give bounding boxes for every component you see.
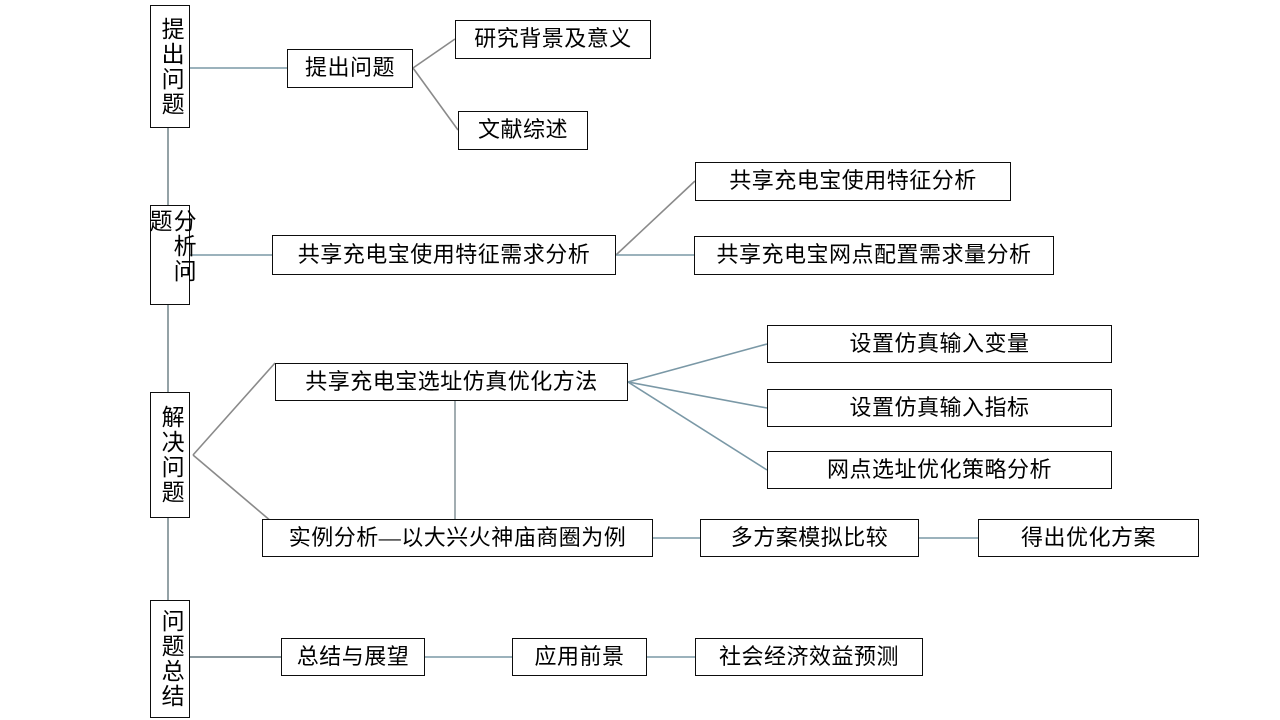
node-label: 设置仿真输入变量 <box>849 330 1030 356</box>
node-site-demand-analysis[interactable]: 共享充电宝网点配置需求量分析 <box>694 236 1054 275</box>
node-raise-question[interactable]: 提出问题 <box>287 49 413 88</box>
node-label: 多方案模拟比较 <box>730 524 889 550</box>
node-label: 文献综述 <box>477 117 568 143</box>
node-label: 实例分析—以大兴火神庙商圈为例 <box>288 524 627 550</box>
edge-simulation-fan <box>627 343 768 471</box>
node-research-background[interactable]: 研究背景及意义 <box>455 20 651 59</box>
stage-node-raise-question[interactable]: 提出问题 <box>150 5 190 128</box>
node-label: 共享充电宝网点配置需求量分析 <box>716 242 1032 268</box>
node-label: 共享充电宝选址仿真优化方法 <box>305 368 598 394</box>
node-literature-review[interactable]: 文献综述 <box>458 111 588 150</box>
node-label: 设置仿真输入指标 <box>849 394 1030 420</box>
node-label: 研究背景及意义 <box>474 26 632 52</box>
stage-label: 分析问题 <box>146 209 196 284</box>
node-economic-benefit-forecast[interactable]: 社会经济效益预测 <box>695 638 923 676</box>
stage-label: 提出问题 <box>158 16 184 117</box>
edge-stage3-branch <box>192 362 276 523</box>
node-summary-outlook[interactable]: 总结与展望 <box>281 638 425 676</box>
stage-node-summarize-question[interactable]: 问题总结 <box>150 600 190 718</box>
node-usage-feature-analysis[interactable]: 共享充电宝使用特征分析 <box>695 162 1011 201</box>
node-label: 共享充电宝使用特征需求分析 <box>297 241 591 267</box>
node-application-prospect[interactable]: 应用前景 <box>512 638 647 676</box>
edge-raise-question-branch <box>412 38 459 131</box>
stage-label: 解决问题 <box>158 405 184 505</box>
node-label: 总结与展望 <box>296 643 410 669</box>
node-simulation-method[interactable]: 共享充电宝选址仿真优化方法 <box>275 363 628 401</box>
stage-node-solve-question[interactable]: 解决问题 <box>150 392 190 518</box>
edge-usage-demand-branch-up <box>615 180 696 256</box>
node-label: 网点选址优化策略分析 <box>826 456 1052 482</box>
node-label: 得出优化方案 <box>1020 524 1156 550</box>
node-set-input-variables[interactable]: 设置仿真输入变量 <box>767 325 1112 363</box>
node-multi-scheme-comparison[interactable]: 多方案模拟比较 <box>700 519 919 557</box>
node-case-study[interactable]: 实例分析—以大兴火神庙商圈为例 <box>262 519 653 557</box>
node-label: 社会经济效益预测 <box>718 643 899 669</box>
node-optimized-scheme[interactable]: 得出优化方案 <box>978 519 1199 557</box>
node-usage-demand-analysis[interactable]: 共享充电宝使用特征需求分析 <box>272 235 616 275</box>
node-label: 应用前景 <box>534 643 625 669</box>
node-site-strategy-analysis[interactable]: 网点选址优化策略分析 <box>767 451 1112 489</box>
node-label: 提出问题 <box>304 55 395 81</box>
node-set-input-indicators[interactable]: 设置仿真输入指标 <box>767 389 1112 427</box>
stage-label: 问题总结 <box>158 609 184 709</box>
node-label: 共享充电宝使用特征分析 <box>729 168 977 194</box>
stage-node-analyze-question[interactable]: 分析问题 <box>146 205 195 305</box>
